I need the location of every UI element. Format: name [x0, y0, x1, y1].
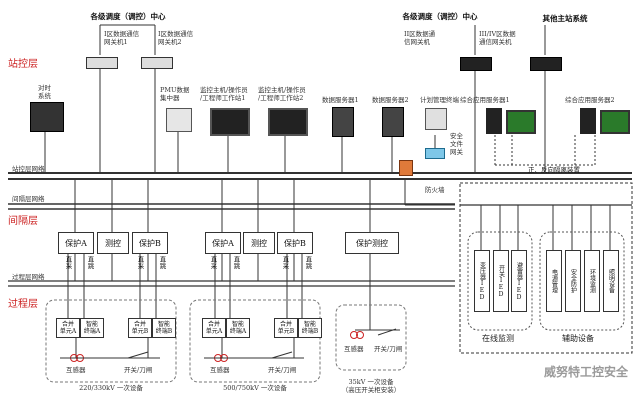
server-tower-icon	[486, 108, 502, 134]
pmu-device-icon	[166, 108, 192, 132]
workstation-2-label: 监控主机/操作员 /工程师工作站2	[258, 86, 306, 102]
ct-label: 互感器	[210, 366, 230, 374]
intelligent-terminal-b: 智能 终端B	[298, 318, 322, 338]
aux-device-item: 安全防护	[565, 250, 581, 312]
plan-terminal-label: 计划管理终端	[420, 96, 459, 104]
port-label: 直采	[209, 256, 217, 269]
online-monitor-item: 开关IED	[493, 250, 509, 312]
port-label: 直跳	[304, 256, 312, 269]
primary-equipment-caption: 35kV 一次设备 （高压开关柜安装）	[341, 378, 401, 394]
primary-equipment-caption: 220/330kV 一次设备	[79, 384, 143, 392]
workstation-monitor-icon	[210, 108, 250, 136]
merging-unit-a: 合并 单元A	[56, 318, 80, 338]
workstation-1-label: 监控主机/操作员 /工程师工作站1	[200, 86, 248, 102]
protection-b-box: 保护B	[277, 232, 313, 254]
workstation-monitor-icon	[600, 110, 630, 134]
ct-label: 互感器	[66, 366, 86, 374]
workstation-monitor-icon	[268, 108, 308, 136]
gateway-1-label: I区数据通信 网关机1	[104, 30, 140, 46]
station-layer-label: 站控层	[8, 59, 38, 70]
secure-file-gateway-label: 安全 文件 网关	[450, 132, 463, 156]
server-tower-icon	[332, 107, 354, 137]
online-monitor-item: 避雷器IED	[511, 250, 527, 312]
port-label: 直采	[64, 256, 72, 269]
port-label: 直跳	[86, 256, 94, 269]
secure-file-gateway-icon	[425, 148, 445, 159]
merging-unit-a: 合并 单元A	[202, 318, 226, 338]
switch-label: 开关/刀闸	[268, 366, 297, 374]
gateway-device-icon	[460, 57, 492, 71]
process-layer-label: 过程层	[8, 299, 38, 310]
pmu-label: PMU数据 集中器	[160, 86, 190, 102]
aux-device-item: 照明设备	[603, 250, 619, 312]
ct-label: 互感器	[344, 345, 364, 353]
merging-unit-b: 合并 单元B	[274, 318, 298, 338]
dispatch-center-left: 各级调度（调控）中心	[90, 12, 166, 21]
online-monitor-item: 变压器IED	[474, 250, 490, 312]
bay-layer-label: 间隔层	[8, 216, 38, 227]
primary-equipment-caption: 500/750kV 一次设备	[223, 384, 287, 392]
aux-device-item: 环境监测	[584, 250, 600, 312]
gateway-2-label: I区数据通信 网关机2	[158, 30, 194, 46]
server-tower-icon	[382, 107, 404, 137]
measure-control-box: 测控	[97, 232, 129, 254]
intelligent-terminal-a: 智能 终端A	[226, 318, 250, 338]
firewall-icon	[399, 160, 413, 176]
data-server-2-label: 数据服务器2	[372, 96, 409, 104]
merging-unit-b: 合并 单元B	[128, 318, 152, 338]
plan-terminal-icon	[425, 108, 447, 130]
data-server-1-label: 数据服务器1	[322, 96, 359, 104]
measure-control-box: 测控	[243, 232, 275, 254]
gateway-device-icon	[530, 57, 562, 71]
gateway-3-label: II区数据通 信网关机	[404, 30, 436, 46]
port-label: 直采	[136, 256, 144, 269]
intelligent-terminal-a: 智能 终端A	[80, 318, 104, 338]
server-tower-icon	[580, 108, 596, 134]
online-monitor-label: 在线监测	[482, 334, 514, 343]
workstation-monitor-icon	[506, 110, 536, 134]
watermark-text: 威努特工控安全	[543, 365, 628, 379]
switch-label: 开关/刀闸	[124, 366, 153, 374]
timing-system-label: 对时 系统	[38, 84, 51, 100]
app-server-1-label: 综合应用服务器1	[460, 96, 510, 104]
protection-b-box: 保护B	[132, 232, 168, 254]
timing-system-icon	[30, 102, 64, 132]
other-master-system: 其他主站系统	[542, 14, 588, 23]
gateway-device-icon	[141, 57, 173, 69]
gateway-4-label: III/IV区数据 通信网关机	[479, 30, 516, 46]
process-net-label: 过程层网络	[12, 273, 45, 281]
aux-device-item: 电源管理	[546, 250, 562, 312]
bay-net-label: 间隔层网络	[12, 195, 45, 203]
protection-a-box: 保护A	[58, 232, 94, 254]
port-label: 直跳	[232, 256, 240, 269]
station-net-label: 站控层网络	[12, 165, 45, 173]
protection-measure-box: 保护测控	[345, 232, 399, 254]
dispatch-center-right: 各级调度（调控）中心	[402, 12, 478, 21]
isolation-device-label: 正、反向隔离装置	[528, 166, 580, 174]
port-label: 直跳	[158, 256, 166, 269]
app-server-2-label: 综合应用服务器2	[565, 96, 615, 104]
switch-label: 开关/刀闸	[374, 345, 403, 353]
gateway-device-icon	[86, 57, 118, 69]
firewall-label: 防火墙	[425, 186, 445, 194]
intelligent-terminal-b: 智能 终端B	[152, 318, 176, 338]
port-label: 直采	[281, 256, 289, 269]
aux-device-label: 辅助设备	[562, 334, 594, 343]
protection-a-box: 保护A	[205, 232, 241, 254]
